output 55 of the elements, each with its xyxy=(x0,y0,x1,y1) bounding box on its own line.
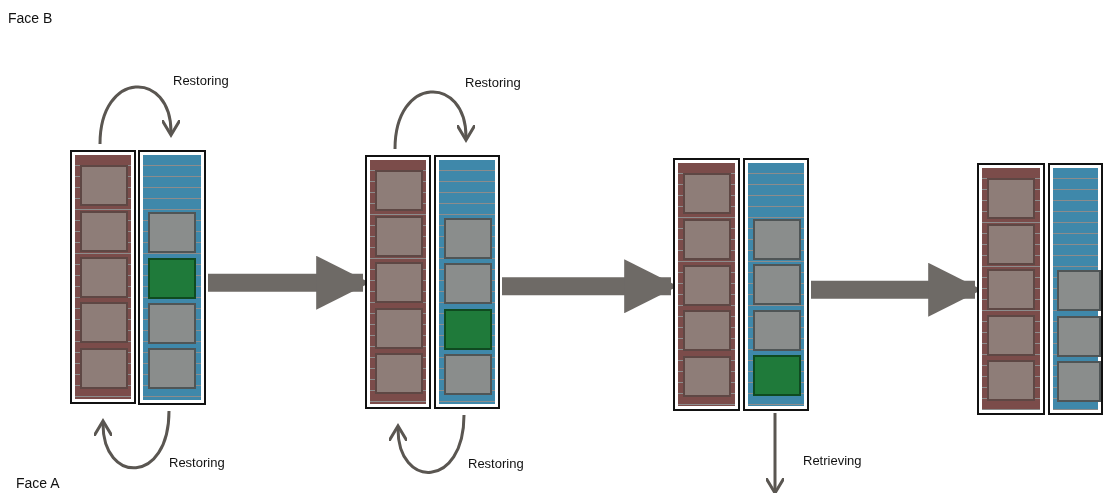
arrow xyxy=(93,410,171,470)
arrow xyxy=(764,413,786,493)
storage-block xyxy=(148,212,196,253)
storage-block xyxy=(683,265,731,306)
arrow xyxy=(393,90,476,150)
storage-block xyxy=(148,303,196,344)
storage-block xyxy=(753,219,801,260)
storage-block xyxy=(375,308,423,349)
storage-block xyxy=(375,353,423,394)
arrow xyxy=(98,85,181,145)
storage-block xyxy=(80,348,128,389)
storage-block xyxy=(1057,316,1101,357)
selected-block xyxy=(444,309,492,350)
storage-block xyxy=(80,211,128,252)
edge-label: Restoring xyxy=(467,456,525,471)
edge-label: Retrieving xyxy=(802,453,863,468)
storage-block xyxy=(80,302,128,343)
storage-column xyxy=(673,158,740,411)
edge-label: Restoring xyxy=(168,455,226,470)
storage-block xyxy=(375,216,423,257)
storage-column xyxy=(743,158,809,411)
face-label: Face B xyxy=(8,10,53,26)
storage-block xyxy=(987,360,1035,401)
storage-block xyxy=(683,219,731,260)
storage-block xyxy=(444,218,492,259)
face-label: Face A xyxy=(16,475,60,491)
selected-block xyxy=(148,258,196,299)
selected-block xyxy=(753,355,801,396)
storage-block xyxy=(987,224,1035,265)
arrow xyxy=(388,414,466,474)
storage-block xyxy=(444,354,492,395)
storage-column xyxy=(977,163,1045,415)
storage-block xyxy=(683,310,731,351)
storage-block xyxy=(80,257,128,298)
storage-column xyxy=(70,150,136,404)
storage-column xyxy=(1048,163,1103,415)
edge-label: Restoring xyxy=(172,73,230,88)
storage-column xyxy=(365,155,431,409)
storage-column xyxy=(434,155,500,409)
storage-block xyxy=(375,170,423,211)
storage-block xyxy=(444,263,492,304)
storage-block xyxy=(987,315,1035,356)
storage-block xyxy=(148,348,196,389)
storage-column xyxy=(138,150,206,405)
storage-block xyxy=(683,173,731,214)
storage-block xyxy=(987,178,1035,219)
storage-block xyxy=(1057,361,1101,402)
storage-block xyxy=(683,356,731,397)
storage-block xyxy=(753,264,801,305)
storage-block xyxy=(753,310,801,351)
storage-block xyxy=(375,262,423,303)
storage-block xyxy=(1057,270,1101,311)
storage-block xyxy=(80,165,128,206)
storage-block xyxy=(987,269,1035,310)
edge-label: Restoring xyxy=(464,75,522,90)
